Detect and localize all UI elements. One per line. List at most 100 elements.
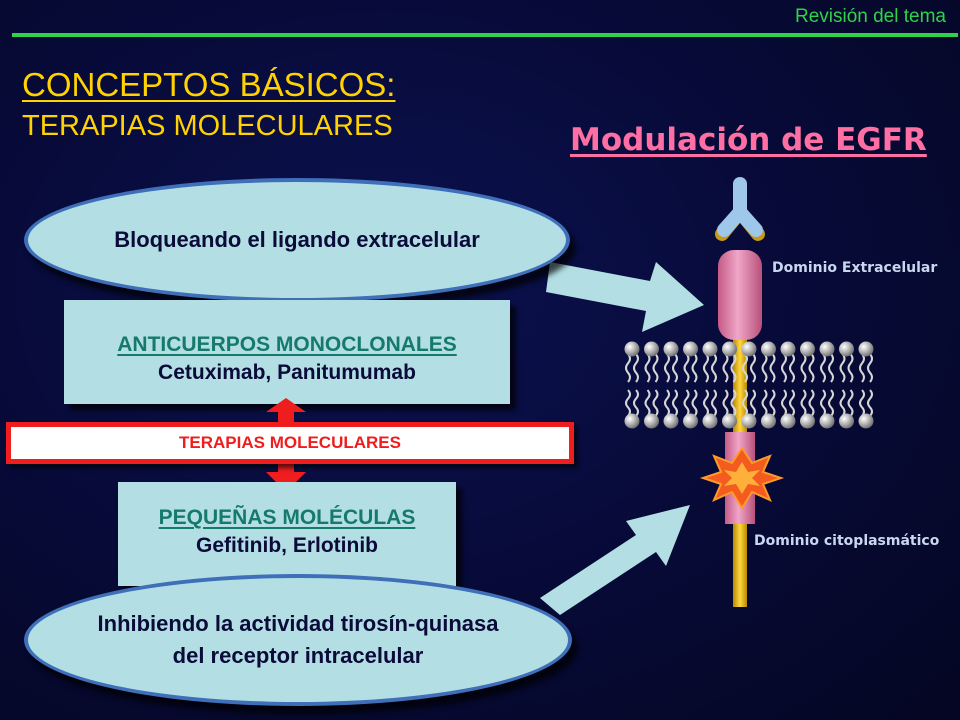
lipid-tail	[664, 353, 670, 383]
cytoplasmic-domain-label: Dominio citoplasmático	[754, 533, 940, 549]
cell-membrane	[624, 341, 874, 429]
lipid-tail	[789, 389, 795, 417]
lipid-tail	[839, 353, 846, 383]
section-label: Revisión del tema	[794, 6, 946, 27]
lipid-tail	[789, 353, 795, 383]
lipid-tail	[644, 353, 651, 383]
lipid-head	[624, 341, 640, 357]
lipid-head	[741, 413, 757, 429]
lipid-head	[702, 413, 718, 429]
extracellular-domain	[718, 250, 762, 340]
small-molecules-heading: PEQUEÑAS MOLÉCULAS	[158, 506, 416, 529]
lipid-tail	[703, 389, 709, 417]
lipid-tail	[691, 389, 698, 417]
lipid-tail	[672, 389, 678, 417]
lipid-tail	[808, 353, 815, 383]
lipid-tail	[683, 353, 690, 383]
therapies-banner: TERAPIAS MOLECULARES	[6, 422, 574, 464]
lipid-head	[663, 341, 679, 357]
page-title: CONCEPTOS BÁSICOS:	[22, 66, 396, 103]
lipid-tail	[730, 389, 737, 417]
lipid-head	[683, 413, 698, 429]
lipid-tail	[847, 353, 854, 383]
lipid-tail	[691, 353, 698, 383]
lipid-head	[839, 341, 854, 357]
arrow-to-cytoplasmic	[540, 505, 690, 615]
lipid-head	[761, 341, 776, 357]
lipid-tail	[761, 353, 768, 383]
small-molecules-drugs: Gefitinib, Erlotinib	[196, 534, 378, 557]
lipid-head	[663, 413, 679, 429]
lipid-tail	[652, 353, 659, 383]
header-divider	[12, 33, 958, 37]
antibody-icon	[715, 177, 765, 241]
lipid-tail	[644, 389, 651, 417]
lipid-tail	[781, 389, 787, 417]
lipid-tail	[867, 389, 873, 417]
lipid-head	[858, 413, 874, 429]
lipid-tail	[859, 353, 865, 383]
lipid-tail	[769, 389, 776, 417]
lipid-tail	[722, 353, 729, 383]
lipid-head	[819, 413, 835, 429]
lipid-head	[780, 341, 796, 357]
lipid-tail	[633, 389, 639, 417]
lipid-head	[644, 341, 659, 357]
lipid-tail	[750, 353, 756, 383]
lipid-head	[780, 413, 796, 429]
lipid-head	[644, 413, 659, 429]
lipid-tail	[808, 389, 815, 417]
lipid-tail	[742, 353, 748, 383]
lipid-tail	[828, 389, 834, 417]
lipid-head	[741, 341, 757, 357]
lipid-tail	[867, 353, 873, 383]
lipid-head	[819, 341, 835, 357]
lipid-head	[761, 413, 776, 429]
lipid-tail	[625, 353, 631, 383]
lipid-head	[624, 413, 640, 429]
lipid-head	[800, 341, 815, 357]
strategy-intracellular-line1: Inhibiendo la actividad tirosín-quinasa	[97, 611, 499, 636]
lipid-tail	[761, 389, 768, 417]
antibodies-drugs: Cetuximab, Panitumumab	[158, 361, 416, 384]
lipid-head	[800, 413, 815, 429]
lipid-tail	[828, 353, 834, 383]
lipid-tail	[625, 389, 631, 417]
lipid-tail	[820, 389, 826, 417]
lipid-tail	[730, 353, 737, 383]
arrow-to-extracellular	[546, 262, 704, 332]
lipid-tail	[664, 389, 670, 417]
lipid-head	[839, 413, 854, 429]
lipid-head	[722, 413, 737, 429]
lipid-tail	[703, 353, 709, 383]
therapies-banner-label: TERAPIAS MOLECULARES	[179, 433, 401, 452]
lipid-tail	[683, 389, 690, 417]
lipid-tail	[750, 389, 756, 417]
antibodies-heading: ANTICUERPOS MONOCLONALES	[117, 333, 457, 356]
lipid-tail	[847, 389, 854, 417]
lipid-tail	[839, 389, 846, 417]
lipid-head	[722, 341, 737, 357]
lipid-tail	[672, 353, 678, 383]
therapy-box-antibodies: ANTICUERPOS MONOCLONALES Cetuximab, Pani…	[64, 300, 510, 404]
strategy-intracellular: Inhibiendo la actividad tirosín-quinasa …	[24, 574, 572, 706]
lipid-tail	[742, 389, 748, 417]
strategy-intracellular-line2: del receptor intracelular	[172, 643, 424, 668]
page-subtitle: TERAPIAS MOLECULARES	[22, 110, 393, 142]
egfr-title: Modulación de EGFR	[570, 122, 927, 158]
extracellular-domain-label: Dominio Extracelular	[772, 260, 938, 276]
strategy-extracellular-text: Bloqueando el ligando extracelular	[114, 227, 480, 252]
lipid-tail	[769, 353, 776, 383]
lipid-tail	[859, 389, 865, 417]
lipid-head	[683, 341, 698, 357]
lipid-head	[702, 341, 718, 357]
lipid-tail	[800, 389, 807, 417]
lipid-tail	[711, 389, 717, 417]
lipid-tail	[722, 389, 729, 417]
therapy-box-small-molecules: PEQUEÑAS MOLÉCULAS Gefitinib, Erlotinib	[118, 482, 456, 586]
lipid-tail	[711, 353, 717, 383]
lipid-tail	[800, 353, 807, 383]
lipid-head	[858, 341, 874, 357]
lipid-tail	[820, 353, 826, 383]
